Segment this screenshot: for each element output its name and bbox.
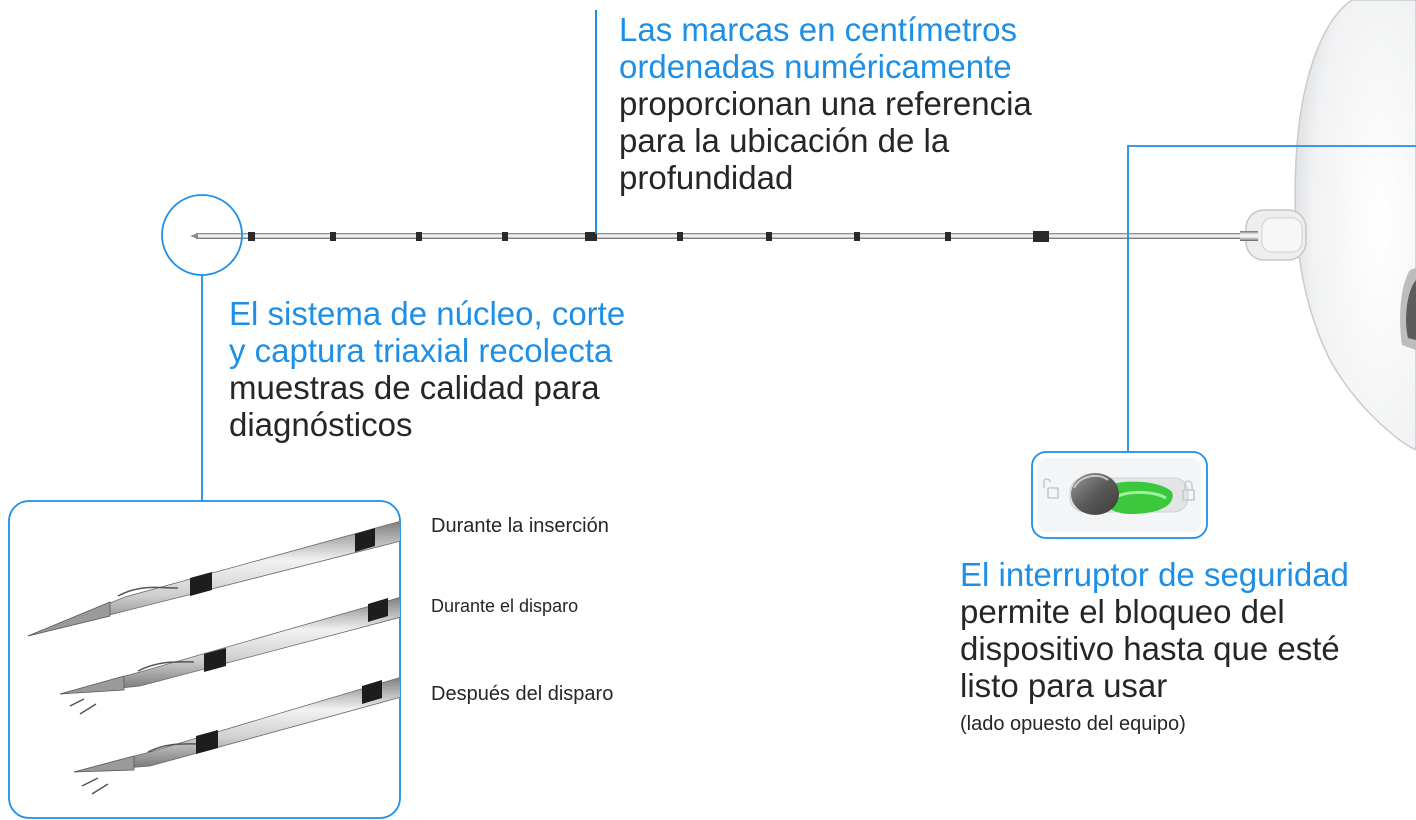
cm-mark <box>585 232 597 241</box>
needle-firing-state <box>59 595 400 715</box>
needle-after-firing-state <box>73 675 400 795</box>
cm-mark <box>416 232 422 241</box>
safety-switch-body-line: dispositivo hasta que esté <box>960 629 1340 667</box>
cm-mark <box>1033 231 1049 242</box>
firing-state-label: Durante el disparo <box>431 596 579 616</box>
triaxial-system-callout: El sistema de núcleo, corte y captura tr… <box>229 295 626 444</box>
depth-marks-body-line: profundidad <box>619 158 794 196</box>
insertion-state-label: Durante la inserción <box>431 515 609 537</box>
safety-switch-note: (lado opuesto del equipo) <box>960 712 1186 735</box>
triaxial-highlight-line: y captura triaxial recolecta <box>229 331 613 369</box>
triaxial-body-line: muestras de calidad para <box>229 368 600 406</box>
needle-states-inset <box>8 500 401 819</box>
depth-marks-body-line: proporcionan una referencia <box>619 84 1032 122</box>
centimetre-marks <box>248 231 1049 242</box>
locked-icon <box>1182 480 1195 501</box>
cm-mark <box>248 232 255 241</box>
cm-mark <box>945 232 951 241</box>
cm-mark <box>502 232 508 241</box>
switch-knob <box>1071 473 1119 515</box>
depth-marks-highlight-line: Las marcas en centímetros <box>619 11 1017 48</box>
after-firing-state-label: Después del disparo <box>431 683 614 705</box>
safety-switch-callout: El interruptor de seguridad permite el b… <box>960 556 1349 735</box>
triaxial-highlight-line: El sistema de núcleo, corte <box>229 295 626 332</box>
needle-shaft <box>190 231 1258 241</box>
depth-marks-highlight-line: ordenadas numéricamente <box>619 47 1012 85</box>
biopsy-device-handle <box>1245 0 1416 451</box>
depth-marks-callout: Las marcas en centímetros ordenadas numé… <box>619 11 1032 197</box>
safety-switch-body-line: listo para usar <box>960 666 1168 704</box>
triaxial-body-line: diagnósticos <box>229 405 413 443</box>
cm-mark <box>330 232 336 241</box>
safety-switch-highlight-line: El interruptor de seguridad <box>960 556 1349 593</box>
needle-insertion-state <box>27 519 400 637</box>
safety-switch-body-line: permite el bloqueo del <box>960 592 1285 630</box>
unlocked-icon <box>1043 478 1059 499</box>
cm-mark <box>854 232 860 241</box>
cm-mark <box>677 232 683 241</box>
switch-callout-line <box>1127 145 1416 452</box>
depth-marks-body-line: para la ubicación de la <box>619 121 950 159</box>
safety-switch-inset <box>1031 451 1208 539</box>
cm-mark <box>766 232 772 241</box>
